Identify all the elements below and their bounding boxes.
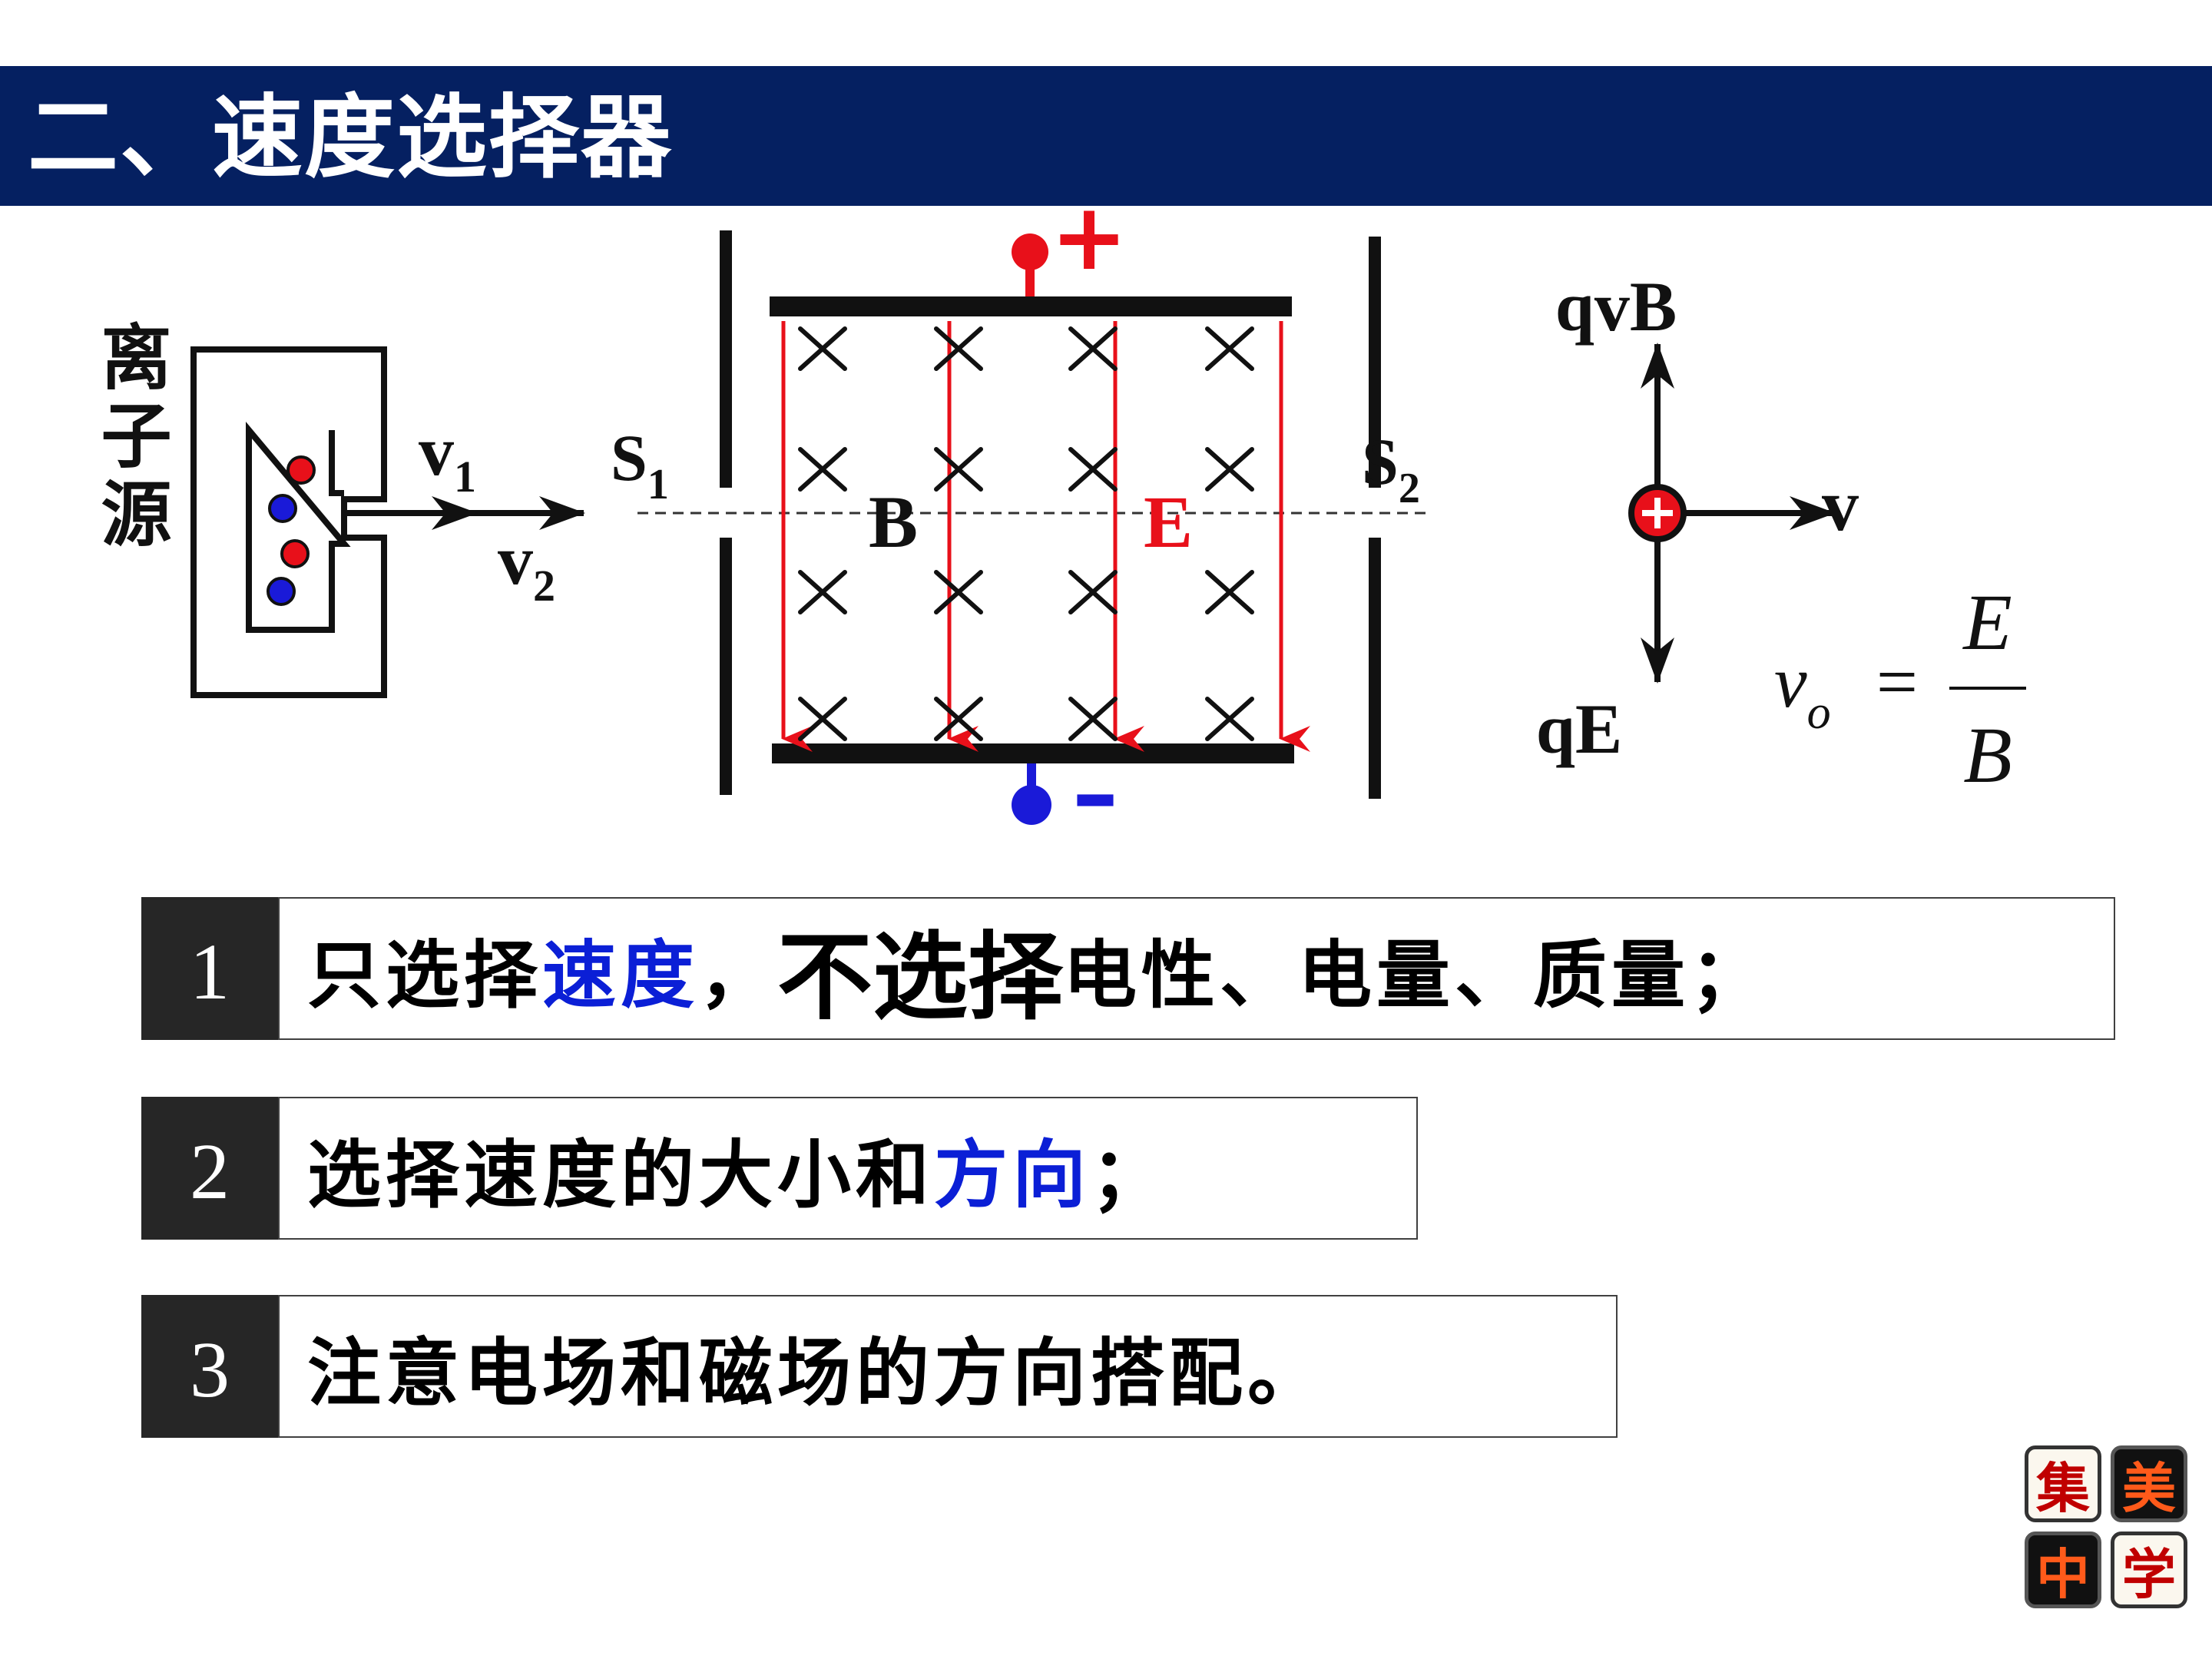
plus-sign: +: [1051, 184, 1128, 291]
velocity-selector-diagram: 离子源 v1 v2 S1 S2 + –: [89, 184, 2026, 848]
negative-ion: [268, 494, 297, 523]
cross-mark: [1205, 447, 1254, 492]
item-1-text-a: 只选择: [307, 931, 542, 1018]
s1-subscript: 1: [647, 461, 669, 508]
school-logo: 集 美 中 学: [2025, 1445, 2189, 1610]
cross-mark: [1205, 697, 1254, 741]
item-2-text-c: ；: [1091, 1131, 1169, 1218]
positive-terminal: [1012, 233, 1048, 270]
svg-text:v2: v2: [498, 521, 555, 611]
item-1-highlight-speed: 速度: [542, 931, 699, 1018]
negative-ion: [267, 577, 296, 606]
positive-ion: [286, 455, 316, 485]
charge-plus-sign: [1642, 498, 1673, 528]
item-text-3: 注意电场和磁场的方向搭配。: [278, 1295, 1618, 1438]
bottom-plate: [772, 743, 1294, 763]
logo-tile: 美: [2111, 1445, 2187, 1522]
formula-subscript: o: [1807, 687, 1831, 739]
page-title: 二、速度选择器: [28, 84, 674, 190]
item-1-text-e: 电性、电量、质量；: [1063, 931, 1769, 1018]
cross-mark: [1068, 326, 1118, 371]
s1-label: S: [611, 421, 647, 495]
cross-mark: [798, 570, 847, 614]
item-number-1: 1: [141, 897, 278, 1040]
velocity-formula: vo = E B: [1774, 578, 2026, 800]
formula-equals: =: [1876, 641, 1918, 723]
item-text-2: 选择速度的大小和 方向 ；: [278, 1097, 1418, 1240]
v2-label: v: [498, 521, 533, 599]
v1-label: v: [419, 412, 454, 490]
item-text-1: 只选择 速度 ， 不选择 电性、电量、质量；: [278, 897, 2115, 1040]
cross-mark: [934, 697, 983, 741]
ion-source: [190, 346, 585, 698]
item-3-text-a: 注意电场和磁场的方向搭配。: [307, 1329, 1326, 1416]
cross-mark: [934, 326, 983, 371]
svg-text:v1: v1: [419, 412, 476, 502]
item-1-emphasis: 不选择: [777, 922, 1064, 1033]
cross-mark: [798, 326, 847, 371]
cross-mark: [1205, 326, 1254, 371]
cross-mark: [1068, 697, 1118, 741]
velocity-label: v: [1822, 464, 1859, 546]
negative-terminal: [1012, 785, 1051, 825]
svg-text:vo: vo: [1774, 641, 1831, 739]
item-2-text-a: 选择速度的大小和: [307, 1131, 934, 1218]
ion-source-label: 离子源: [89, 320, 172, 555]
logo-tile: 集: [2025, 1445, 2101, 1522]
item-1-text-c: ，: [699, 931, 777, 1018]
item-number-3: 3: [141, 1295, 278, 1438]
b-field-label: B: [869, 481, 918, 563]
cross-mark: [798, 447, 847, 492]
s2-label: S: [1362, 425, 1399, 498]
formula-numerator: E: [1962, 578, 2012, 667]
cross-mark: [798, 697, 847, 741]
cross-mark: [934, 447, 983, 492]
formula-v: v: [1774, 641, 1807, 723]
svg-text:S2: S2: [1362, 425, 1420, 512]
force-diagram: [1628, 343, 1836, 684]
minus-sign: –: [1072, 741, 1118, 848]
title-bar: [0, 66, 2212, 206]
svg-text:S1: S1: [611, 421, 669, 508]
cross-mark: [1205, 570, 1254, 614]
v2-subscript: 2: [533, 561, 555, 611]
cross-mark: [1068, 447, 1118, 492]
formula-denominator: B: [1963, 711, 2012, 800]
top-plate: [770, 296, 1292, 316]
item-number-2: 2: [141, 1097, 278, 1240]
positive-ion: [280, 539, 310, 568]
force-qvb-label: qvB: [1555, 267, 1677, 346]
logo-tile: 学: [2111, 1532, 2187, 1608]
s2-subscript: 2: [1399, 465, 1420, 512]
item-2-highlight-direction: 方向: [934, 1131, 1091, 1218]
cross-mark: [934, 570, 983, 614]
force-qe-label: qE: [1536, 690, 1623, 768]
logo-tile: 中: [2025, 1532, 2101, 1608]
cross-mark: [1068, 570, 1118, 614]
electric-field-lines: [781, 321, 1310, 752]
e-field-label: E: [1144, 481, 1193, 563]
magnetic-field-crosses: [798, 326, 1254, 741]
v1-subscript: 1: [454, 452, 476, 502]
